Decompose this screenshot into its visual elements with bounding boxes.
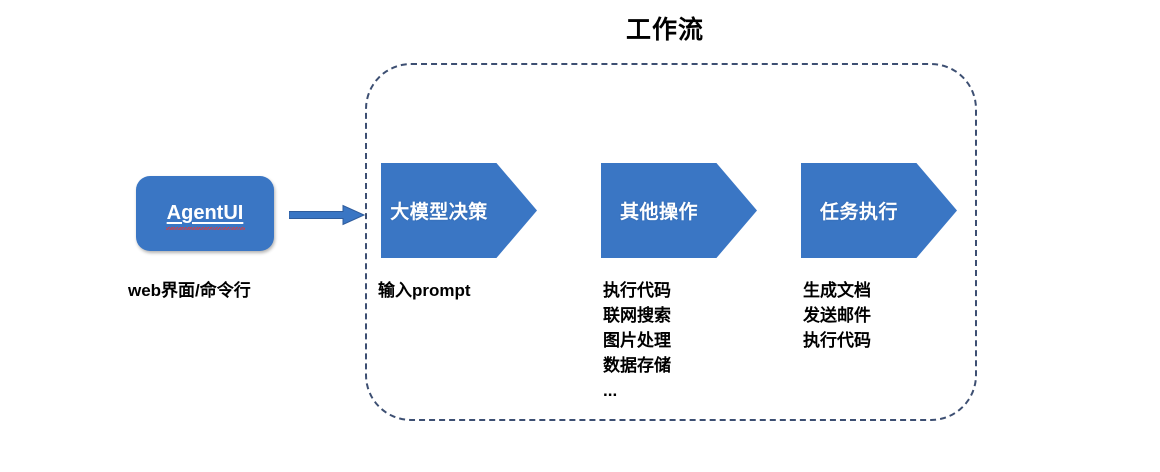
- spellcheck-squiggle-icon: [165, 227, 246, 230]
- page-title-text: 工作流: [625, 16, 704, 44]
- caption-line: 联网搜索: [603, 306, 671, 325]
- workflow-step-1-caption: 输入prompt: [378, 278, 471, 303]
- caption-line: 执行代码: [803, 331, 871, 350]
- page-title: 工作流: [0, 10, 1160, 46]
- caption-line: 输入prompt: [378, 281, 471, 300]
- caption-line: 执行代码: [603, 281, 671, 300]
- caption-line: 图片处理: [603, 331, 671, 350]
- connector-arrow: [288, 204, 366, 226]
- workflow-boundary: [365, 63, 977, 421]
- entry-node-caption: web界面/命令行: [128, 278, 251, 303]
- workflow-step-2-label: 其他操作: [619, 202, 698, 223]
- caption-line: 生成文档: [803, 281, 871, 300]
- entry-node-label-text: AgentUI: [166, 202, 244, 224]
- entry-node-agentui[interactable]: AgentUI: [136, 176, 274, 251]
- right-arrow-icon: [288, 204, 366, 226]
- workflow-step-3-label: 任务执行: [819, 202, 898, 223]
- workflow-step-3[interactable]: 任务执行: [801, 163, 957, 258]
- workflow-step-1-label: 大模型决策: [390, 202, 488, 223]
- workflow-step-1[interactable]: 大模型决策: [381, 163, 537, 258]
- caption-line: ...: [603, 381, 618, 400]
- workflow-step-2[interactable]: 其他操作: [601, 163, 757, 258]
- workflow-step-2-caption: 执行代码 联网搜索 图片处理 数据存储 ...: [603, 278, 671, 403]
- caption-line: web界面/命令行: [128, 281, 251, 300]
- entry-node-label: AgentUI: [165, 202, 246, 230]
- caption-line: 发送邮件: [803, 306, 871, 325]
- caption-line: 数据存储: [603, 356, 671, 375]
- workflow-step-3-caption: 生成文档 发送邮件 执行代码: [803, 278, 871, 353]
